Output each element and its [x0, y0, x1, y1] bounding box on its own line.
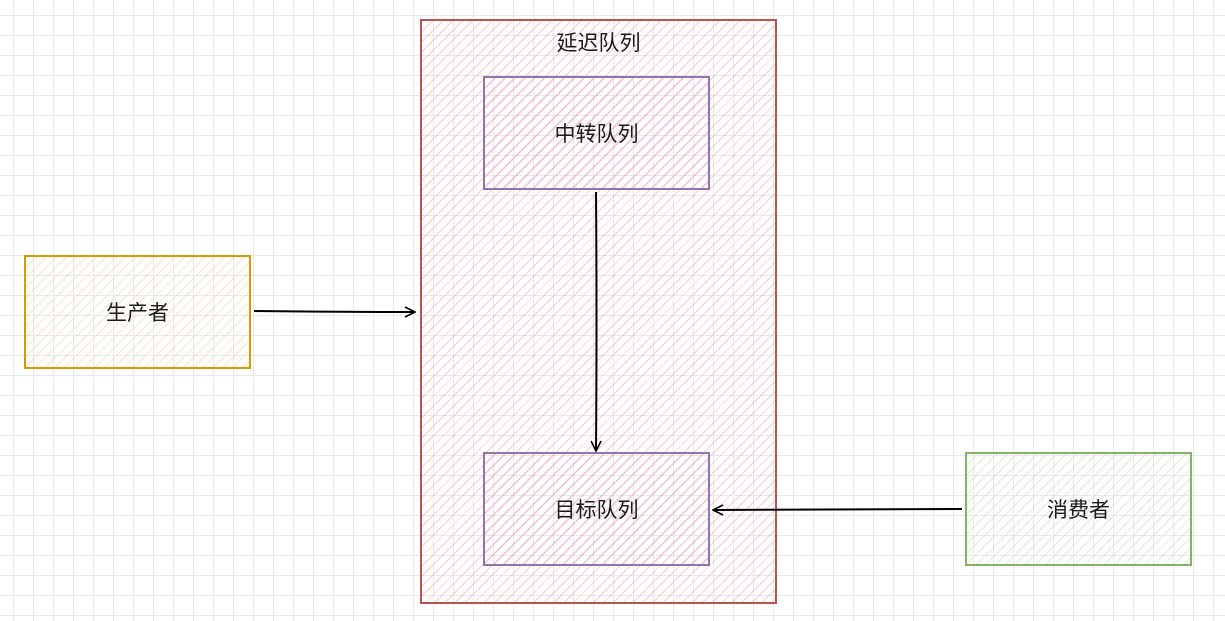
relay-to-target-queue-arrow [596, 191, 597, 450]
producer-to-delay-queue-arrow [253, 311, 414, 312]
producer-label: 生产者 [106, 301, 169, 325]
relay-queue-node: 中转队列 [483, 76, 710, 190]
relay-queue-label: 中转队列 [554, 122, 639, 146]
producer-node: 生产者 [24, 255, 251, 369]
target-queue-label: 目标队列 [554, 498, 639, 522]
consumer-label: 消费者 [1047, 498, 1110, 522]
consumer-to-target-queue-arrow [714, 509, 963, 510]
target-queue-node: 目标队列 [483, 452, 710, 566]
consumer-node: 消费者 [965, 452, 1192, 566]
delay-queue-label: 延迟队列 [556, 31, 641, 55]
